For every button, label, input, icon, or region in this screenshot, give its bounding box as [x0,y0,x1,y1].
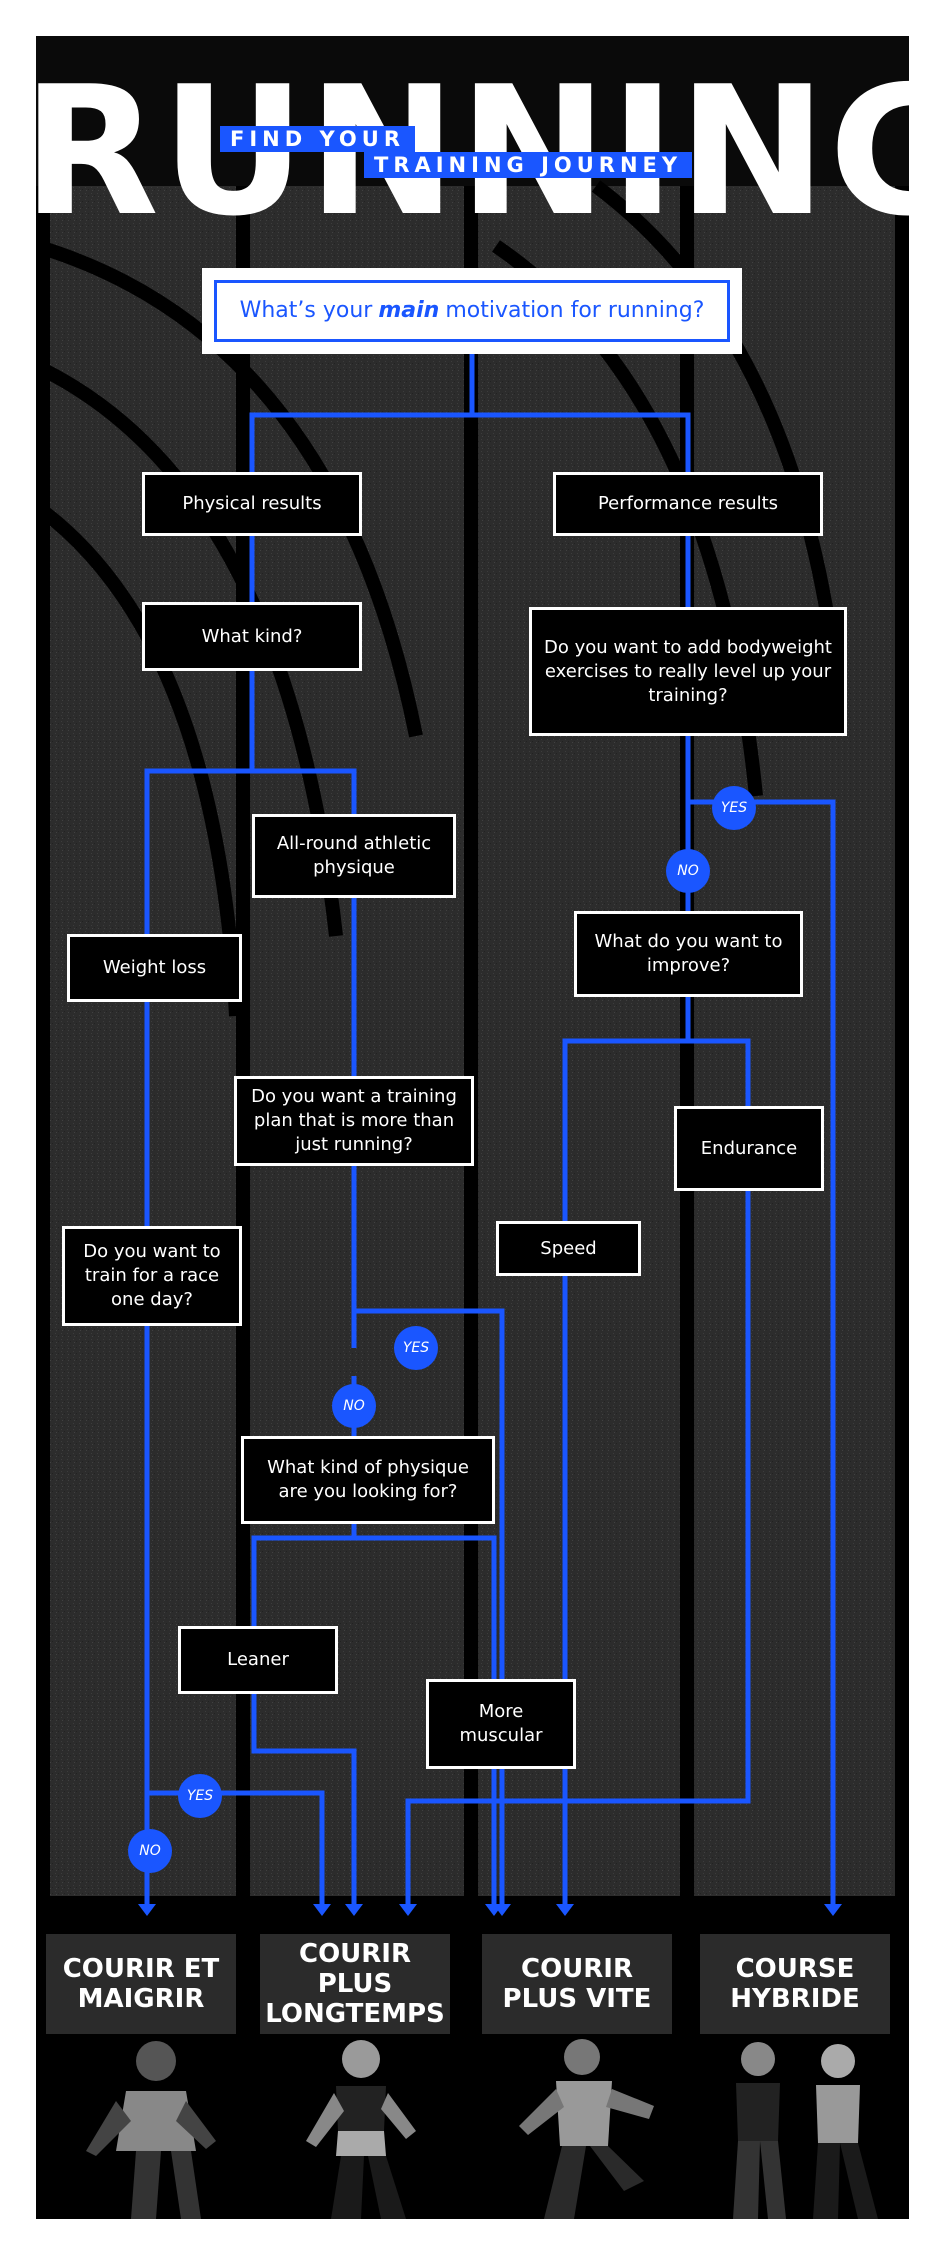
node-performance-results: Performance results [553,472,823,536]
runner-photo-2 [306,2040,416,2219]
no-badge-bodyweight: NO [666,849,710,893]
node-weight-loss: Weight loss [67,934,242,1002]
node-physical-results: Physical results [142,472,362,536]
outcome-courir-et-maigrir: COURIR ET MAIGRIR [46,1934,236,2034]
no-badge-training-plan: NO [332,1384,376,1428]
node-all-round: All-round athletic physique [252,814,456,898]
no-badge-race: NO [128,1829,172,1873]
main-question: What’s your main motivation for running? [214,280,730,342]
node-what-kind: What kind? [142,602,362,671]
poster: RUNNING FIND YOUR TRAINING JOURNEY [36,36,909,2219]
node-physique-question: What kind of physique are you looking fo… [241,1436,495,1524]
tagline-line1: FIND YOUR [220,126,416,152]
node-what-improve: What do you want to improve? [574,911,803,997]
main-question-prefix: What’s your [239,298,373,323]
tagline-line2: TRAINING JOURNEY [364,152,693,178]
runner-photo-3 [519,2039,654,2219]
node-training-plan-question: Do you want a training plan that is more… [234,1076,474,1166]
runner-photo-1 [86,2041,216,2219]
node-endurance: Endurance [674,1106,824,1191]
main-question-box: What’s your main motivation for running? [202,268,742,354]
outcome-courir-plus-longtemps: COURIR PLUS LONGTEMPS [260,1934,450,2034]
node-speed: Speed [496,1221,641,1276]
node-race-question: Do you want to train for a race one day? [62,1226,242,1326]
main-question-suffix: motivation for running? [445,298,705,323]
yes-badge-bodyweight: YES [712,786,756,830]
node-leaner: Leaner [178,1626,338,1694]
outcome-courir-plus-vite: COURIR PLUS VITE [482,1934,672,2034]
yes-badge-training-plan: YES [394,1326,438,1370]
poster-title: RUNNING [36,62,909,242]
runner-photo-4 [733,2042,878,2219]
outcome-course-hybride: COURSE HYBRIDE [700,1934,890,2034]
node-bodyweight-question: Do you want to add bodyweight exercises … [529,607,847,736]
main-question-emphasis: main [378,298,440,323]
yes-badge-race: YES [178,1774,222,1818]
node-more-muscular: More muscular [426,1679,576,1769]
